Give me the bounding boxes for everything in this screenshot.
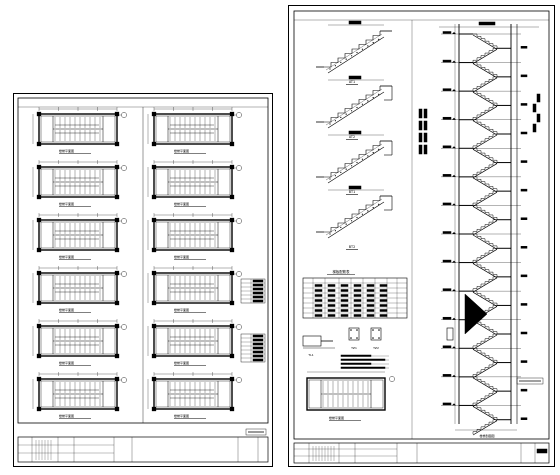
title-block (17, 428, 269, 463)
detail-label: TZ1 (350, 346, 357, 350)
detail-label: TL1 (307, 353, 314, 357)
plan-caption: 楼梯平面图 (174, 254, 189, 259)
inner-frame (293, 10, 550, 440)
plan-caption: 楼梯平面图 (174, 307, 189, 312)
stair-plan: 楼梯平面图 (147, 319, 242, 366)
stair-plan: 楼梯平面图 (147, 160, 242, 207)
stair-wall (38, 219, 118, 251)
section-label: BT1 (349, 190, 356, 194)
stair-section-detail: BT1 (316, 130, 393, 195)
stair-plan: 楼梯平面图 (147, 107, 242, 154)
stair-plan: 楼梯平面图 (32, 213, 127, 260)
stair-wall (38, 113, 118, 145)
table-title: 梯板配筋表 (333, 269, 351, 274)
plan-caption: 楼梯平面图 (174, 360, 189, 365)
stair-wall (38, 166, 118, 198)
plan-caption: 楼梯平面图 (174, 201, 189, 206)
section-label: BT2 (349, 245, 356, 249)
stair-wall (153, 166, 233, 198)
stair-wall (153, 378, 233, 410)
reinforcement-table: 梯板配筋表 (302, 269, 408, 319)
stair-wall (153, 219, 233, 251)
plan-caption: 楼梯平面图 (174, 413, 189, 418)
stair-wall (38, 272, 118, 304)
plan-caption: 楼梯平面图 (329, 415, 344, 420)
stair-section-detail: AT2 (316, 75, 393, 140)
stair-wall (38, 378, 118, 410)
stair-plan-right: 楼梯平面图 (306, 371, 395, 421)
stair-section-detail: AT1 (316, 20, 392, 85)
north-note (516, 377, 544, 385)
stair-wall (153, 113, 233, 145)
stair-wall (153, 272, 233, 304)
detail-label: TZ2 (372, 346, 379, 350)
plan-caption: 楼梯平面图 (59, 201, 74, 206)
elevation-caption: 楼梯剖面图 (479, 433, 494, 438)
title-block (293, 442, 550, 464)
plan-caption: 楼梯平面图 (59, 413, 74, 418)
stair-section-detail: BT2 (316, 185, 393, 250)
stair-plan: 楼梯平面图 (147, 266, 242, 313)
hatch-area (464, 293, 488, 335)
stair-plan: 楼梯平面图 (147, 372, 242, 419)
stair-plan: 楼梯平面图 (32, 107, 127, 154)
drawing-sheet-left: 楼梯平面图楼梯平面图楼梯平面图楼梯平面图楼梯平面图楼梯平面图楼梯平面图楼梯平面图… (13, 93, 273, 467)
stair-plans-sheet: 楼梯平面图楼梯平面图楼梯平面图楼梯平面图楼梯平面图楼梯平面图楼梯平面图楼梯平面图… (17, 97, 269, 463)
plan-caption: 楼梯平面图 (59, 254, 74, 259)
stair-wall (38, 325, 118, 357)
plan-caption: 楼梯平面图 (59, 360, 74, 365)
plan-caption: 楼梯平面图 (59, 307, 74, 312)
section-label: AT2 (349, 135, 355, 139)
stair-plan: 楼梯平面图 (32, 160, 127, 207)
schedule-table (240, 278, 266, 304)
stair-wall (153, 325, 233, 357)
stair-elevation: 楼梯剖面图 (418, 21, 541, 438)
beam-details: TL1 TZ1 TZ2 (302, 327, 389, 369)
stair-plan: 楼梯平面图 (32, 266, 127, 313)
schedule-table (240, 333, 266, 363)
stair-plan: 楼梯平面图 (147, 213, 242, 260)
stair-plan: 楼梯平面图 (32, 319, 127, 366)
plan-caption: 楼梯平面图 (174, 148, 189, 153)
stair-plan: 楼梯平面图 (32, 372, 127, 419)
section-label: AT1 (349, 80, 355, 84)
plan-caption: 楼梯平面图 (59, 148, 74, 153)
